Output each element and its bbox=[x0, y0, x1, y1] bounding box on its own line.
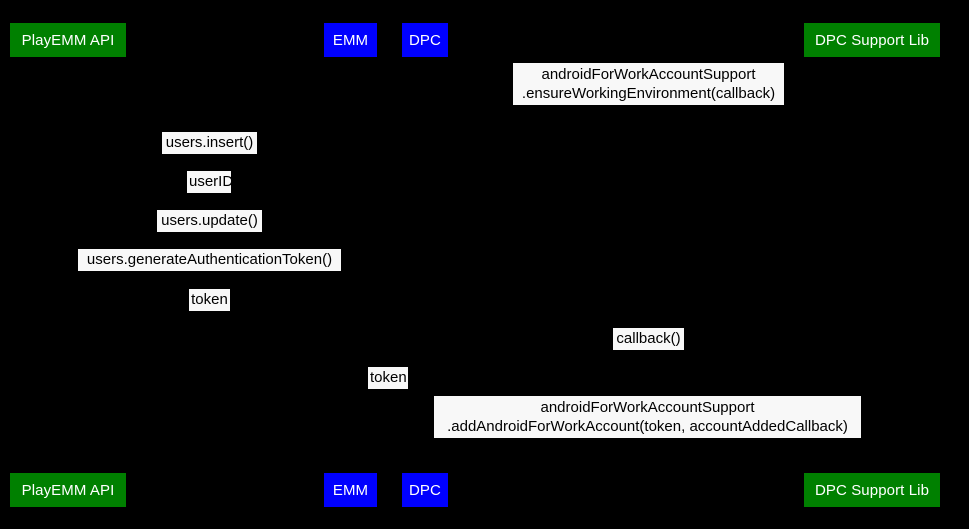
participant-dpc-bottom[interactable]: DPC bbox=[402, 473, 448, 507]
message-label-line: androidForWorkAccountSupport bbox=[541, 66, 756, 83]
message-label-line: userID bbox=[189, 173, 234, 190]
lifeline-dpc bbox=[425, 57, 426, 473]
participant-playemm-top[interactable]: PlayEMM API bbox=[10, 23, 126, 57]
message-label-line: .addAndroidForWorkAccount(token, account… bbox=[447, 418, 848, 435]
message-arrow-m7 bbox=[425, 354, 872, 355]
participant-label: PlayEMM API bbox=[21, 31, 115, 49]
participant-label: DPC Support Lib bbox=[814, 481, 930, 499]
participant-dpc-top[interactable]: DPC bbox=[402, 23, 448, 57]
lifeline-emm bbox=[350, 57, 351, 473]
message-label-m7: callback() bbox=[613, 328, 684, 350]
participant-label: EMM bbox=[332, 481, 369, 499]
message-label-line: .ensureWorkingEnvironment(callback) bbox=[521, 85, 776, 102]
message-label-m6: token bbox=[189, 289, 230, 311]
message-label-line: users.update() bbox=[161, 212, 258, 229]
message-label-m4: users.update() bbox=[157, 210, 262, 232]
participant-label: DPC bbox=[409, 31, 441, 49]
message-arrow-m6 bbox=[68, 315, 350, 316]
participant-label: DPC bbox=[409, 481, 441, 499]
participant-label: EMM bbox=[332, 31, 369, 49]
message-label-line: users.insert() bbox=[165, 134, 254, 151]
message-label-m2: users.insert() bbox=[162, 132, 257, 154]
participant-label: PlayEMM API bbox=[21, 481, 115, 499]
message-label-line: callback() bbox=[616, 330, 681, 347]
message-arrow-m8 bbox=[350, 393, 425, 394]
participant-emm-bottom[interactable]: EMM bbox=[324, 473, 377, 507]
message-label-line: users.generateAuthenticationToken() bbox=[86, 251, 333, 268]
message-label-m3: userID bbox=[187, 171, 234, 193]
message-label-line: token bbox=[191, 291, 228, 308]
message-label-m1: androidForWorkAccountSupport .ensureWorki… bbox=[513, 63, 784, 105]
participant-dpcsupportlib-top[interactable]: DPC Support Lib bbox=[804, 23, 940, 57]
lifeline-playemm bbox=[68, 57, 69, 473]
message-label-line: token bbox=[370, 369, 407, 386]
participant-playemm-bottom[interactable]: PlayEMM API bbox=[10, 473, 126, 507]
message-label-m5: users.generateAuthenticationToken() bbox=[78, 249, 341, 271]
participant-emm-top[interactable]: EMM bbox=[324, 23, 377, 57]
message-arrow-m5 bbox=[68, 275, 350, 276]
message-arrow-m4 bbox=[68, 236, 350, 237]
lifeline-dpcsupportlib bbox=[872, 57, 873, 473]
message-label-m9: androidForWorkAccountSupport .addAndroidF… bbox=[434, 396, 861, 438]
message-arrow-m2 bbox=[68, 158, 350, 159]
message-arrow-m3 bbox=[68, 197, 350, 198]
message-arrow-m9 bbox=[425, 444, 872, 445]
message-label-m8: token bbox=[368, 367, 408, 389]
message-arrow-m1 bbox=[425, 110, 872, 111]
participant-label: DPC Support Lib bbox=[814, 31, 930, 49]
message-label-line: androidForWorkAccountSupport bbox=[540, 399, 755, 416]
participant-dpcsupportlib-bottom[interactable]: DPC Support Lib bbox=[804, 473, 940, 507]
